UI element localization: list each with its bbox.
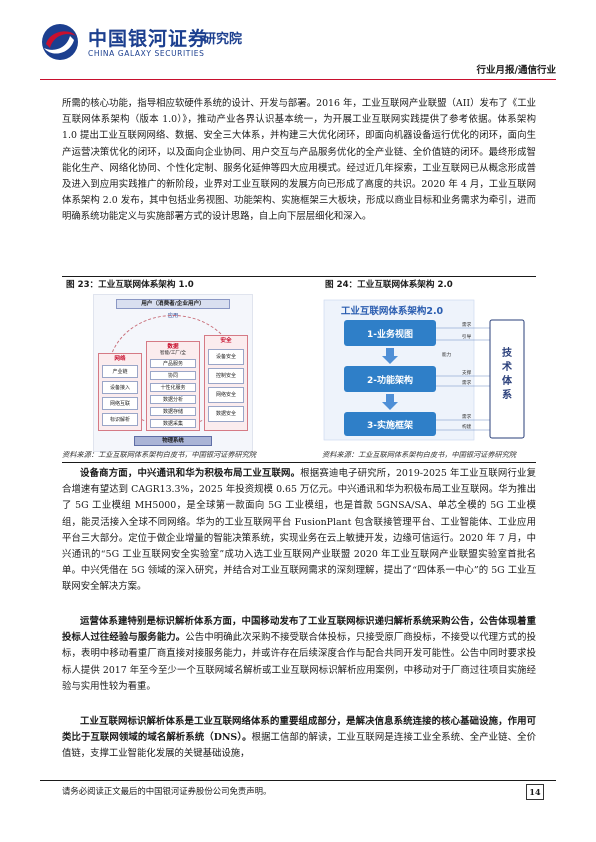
body-paragraph-4: 工业互联网标识解析体系是工业互联网络体系的重要组成部分，是解决信息系统连接的核心… [62,714,536,763]
fig23-mid-label: 智能/工厂/全 [159,351,187,356]
fig23-data-box-5: 数据存储 [150,407,196,416]
figure-23-diagram: 用户（消费者/企业用户） 应用 网络 产业链设备接入网络互联标识解析 数据 智能… [93,294,253,452]
fig24-layer-1-label: 1-业务视图 [367,328,413,340]
header-divider [40,79,556,80]
fig24-arrow-1 [382,348,398,364]
figure-top-rule [62,276,536,277]
fig24-layer-2-label: 2-功能架构 [367,374,413,386]
fig24-tech-char: 技 [502,346,513,359]
logo-institute: 研究院 [203,32,243,47]
logo-english-name: CHINA GALAXY SECURITIES [88,49,205,58]
fig23-data-box-2: 协同 [150,371,196,380]
fig24-side-label-1: 需求 [462,321,472,328]
logo-chinese-name: 中国银河证券 [88,28,209,50]
fig24-heading: 工业互联网体系架构2.0 [341,305,444,317]
fig23-data-box-3: 十性化服务 [150,383,196,392]
footer-divider [40,780,556,781]
body-paragraph-1: 所需的核心功能，指导相应软硬件系统的设计、开发与部署。2016 年，工业互联网产… [62,98,536,223]
fig24-layer-3-label: 3-实施框架 [367,419,413,431]
fig24-tech-system-label: 技术体系 [501,346,513,401]
fig23-data-box-6: 数据采集 [150,419,196,428]
report-category: 行业月报/通信行业 [476,65,556,76]
figure-23-title: 图 23：工业互联网体系架构 1.0 [66,280,194,290]
fig23-security-box-4: 数据安全 [208,406,244,422]
p4-lead: 工业互联网标识解析体系是工业互联网络体系的重要组成部分，是解决信息系统连接的核心… [62,716,536,744]
figure-23-source: 资料来源：工业互联网体系架构白皮书，中国银河证券研究院 [62,450,257,459]
fig23-security-box-3: 网络安全 [208,387,244,403]
fig23-network-box-4: 标识解析 [102,413,138,426]
p4-body: 根据工信部的解读，工业互联网是连接工业全系统、全产业链、全价值链，支撑工业智能化… [62,732,536,760]
page-number: 14 [526,784,544,800]
fig23-data-label: 数据 [167,344,179,350]
p2-body: 根据赛迪电子研究所，2019-2025 年工业互联网行业复合增速有望达到 CAG… [62,468,536,593]
fig24-layer-2: 2-功能架构 [344,366,436,392]
figure-bottom-rule [62,462,536,463]
fig24-side-label-3: 支撑 [462,369,472,376]
fig24-connectors [436,327,490,431]
fig24-tech-char: 体 [502,374,513,387]
fig24-tech-system: 技术体系 [489,319,525,439]
footer-disclaimer: 请务必阅读正文最后的中国银河证券股份公司免责声明。 [62,786,272,796]
fig24-side-label-2: 引导 [462,333,472,340]
fig23-physical-bar: 物理系统 [134,436,212,446]
fig24-layer-1: 1-业务视图 [344,320,436,346]
fig24-side-label-6: 需求 [462,413,472,420]
body-paragraph-2: 设备商方面，中兴通讯和华为积极布局工业互联网。根据赛迪电子研究所，2019-20… [62,466,536,596]
fig24-side-label-5: 需求 [462,379,472,386]
fig23-user-bar: 用户（消费者/企业用户） [116,299,230,309]
fig23-network-box-3: 网络互联 [102,397,138,410]
body-paragraph-3: 运营体系建特别是标识解析体系方面，中国移动发布了工业互联网标识递归解析系统采购公… [62,614,536,695]
fig24-side-label-4: 能力 [442,351,452,358]
figure-24-source: 资料来源：工业互联网体系架构白皮书，中国银河证券研究院 [322,450,517,459]
fig23-security-box-2: 控制安全 [208,368,244,384]
fig24-arrow-2 [382,394,398,410]
galaxy-logo-icon [42,24,78,60]
fig23-data-box-4: 数据分析 [150,395,196,404]
fig23-network-box-2: 设备接入 [102,381,138,394]
fig23-security-box-1: 设备安全 [208,349,244,365]
fig23-security-label: 安全 [220,338,232,344]
fig24-side-label-7: 构建 [462,423,472,430]
p3-lead: 运营体系建特别是标识解析体系方面，中国移动发布了工业互联网标识递归解析系统采购公… [62,616,536,644]
fig23-network-label: 网络 [114,356,126,362]
p3-body: 公告中明确此次采购不接受联合体投标，只接受原厂商投标，不接受以代理方式的投标，表… [62,632,536,692]
fig23-network-box-1: 产业链 [102,365,138,378]
fig23-data-box-1: 产品服务 [150,359,196,368]
fig24-tech-char: 术 [501,360,512,373]
fig24-tech-char: 系 [502,388,512,401]
fig24-layer-3: 3-实施框架 [344,412,436,436]
figure-24-title: 图 24：工业互联网体系架构 2.0 [325,280,453,290]
figure-24-diagram: 工业互联网体系架构2.0 1-业务视图 2-功能架构 3-实施框架 需求 引导 … [322,294,532,449]
p2-lead: 设备商方面，中兴通讯和华为积极布局工业互联网。 [80,468,301,479]
